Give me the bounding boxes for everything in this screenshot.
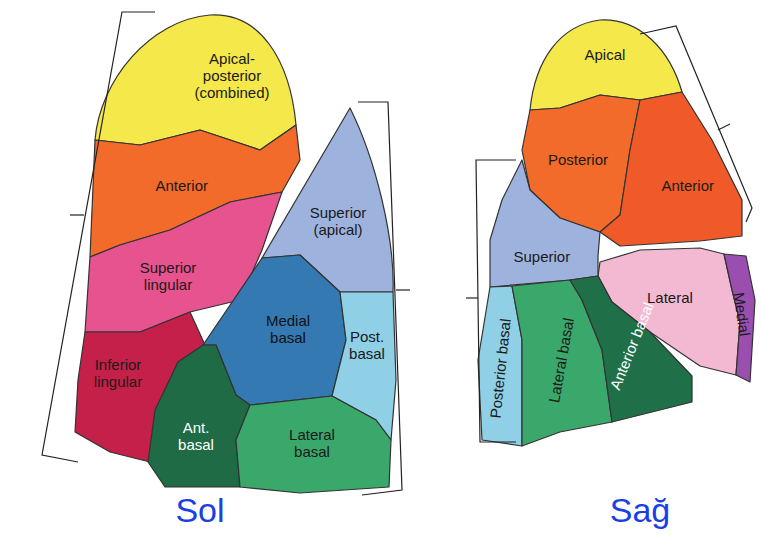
lung-segment: Medial basal [248,313,328,347]
segment-label: Apical-posterior (combined) [182,51,282,101]
segment-label: Ant. basal [166,420,226,454]
side-label: Sol [175,491,224,530]
segment-shape [570,276,692,422]
lung-segment: Posterior [548,152,608,169]
lung-segment: Anterior [662,178,715,195]
lobe-bracket [640,26,752,222]
segment-label: Medial [730,291,753,337]
segment-label: Anterior [662,178,715,195]
segment-label: Superior (apical) [293,205,383,239]
segment-shape [490,160,600,287]
lung-segment: Superior [514,249,571,266]
segment-shape [236,396,391,493]
segment-label: Superior lingular [118,260,218,294]
lung-segment: Medial [730,291,753,337]
lung-segment: Post. basal [341,329,393,363]
segment-shape [600,92,742,246]
lung-segment: Inferior lingular [78,357,158,391]
side-label: Sağ [610,491,671,530]
segment-label: Inferior lingular [78,357,158,391]
segment-shape [724,254,755,382]
segment-label: Lateral [647,290,693,307]
bracket-tick [396,289,410,290]
lung-segment: Superior lingular [118,260,218,294]
lung-segment: Anterior basal [607,300,657,392]
segment-label: Anterior [156,178,209,195]
lung-segment: Ant. basal [166,420,226,454]
segment-label: Lateral basal [546,316,577,404]
lobe-bracket [476,160,516,442]
lung-segment: Lateral [647,290,693,307]
segment-label: Posterior basal [487,317,514,418]
segment-label: Superior [514,249,571,266]
segment-shape [148,345,250,487]
lung-segment: Posterior basal [487,317,514,418]
lobe-bracket [358,102,402,495]
segment-label: Post. basal [341,329,393,363]
segment-label: Lateral basal [272,427,352,461]
lung-segment: Lateral basal [272,427,352,461]
bracket-tick [466,297,478,298]
segment-shape [478,286,522,446]
lobe-bracket [42,12,155,462]
segment-label: Medial basal [248,313,328,347]
segment-label: Apical [585,47,626,64]
bracket-tick [70,214,84,215]
lung-segment: Apical-posterior (combined) [182,51,282,101]
lung-segment: Apical [585,47,626,64]
lung-segment: Superior (apical) [293,205,383,239]
segment-shape [95,15,296,150]
segment-label: Anterior basal [607,300,657,392]
lung-segment: Lateral basal [546,316,577,404]
segment-label: Posterior [548,152,608,169]
bracket-tick [718,124,730,130]
lung-segment: Anterior [156,178,209,195]
